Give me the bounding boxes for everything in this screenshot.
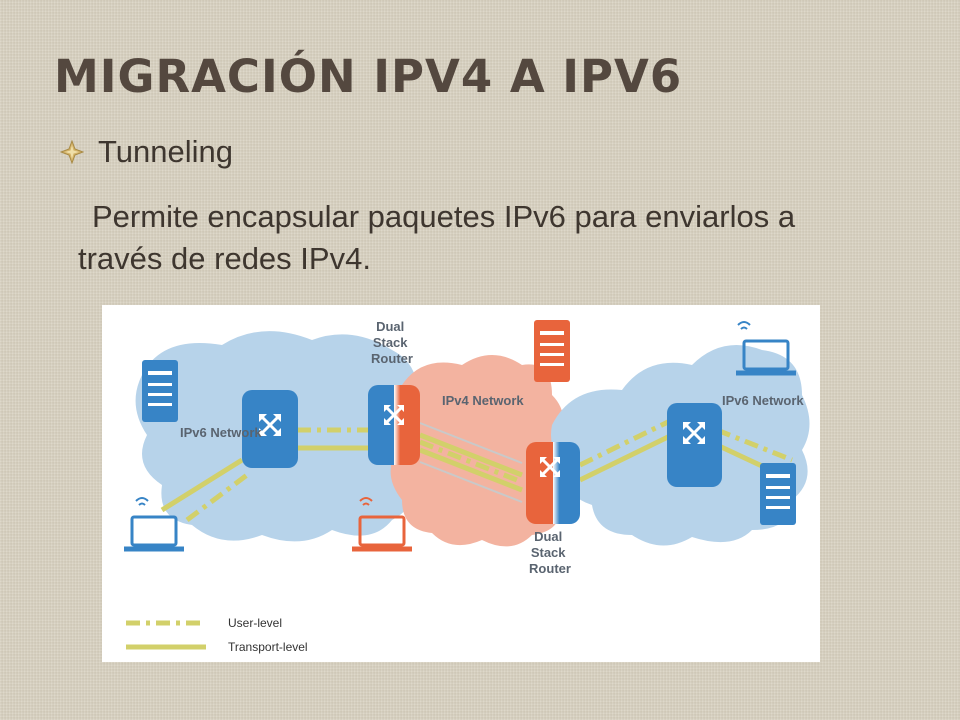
laptop-icon-center: [352, 497, 412, 552]
legend-user-level-label: User-level: [228, 616, 282, 630]
cloud-label-right: IPv6 Network: [722, 393, 804, 408]
cloud-label-left-text: IPv6 Network: [180, 425, 262, 440]
user-level-links: [185, 417, 793, 522]
legend-transport-level-label: Transport-level: [228, 640, 308, 654]
server-icon-left: [142, 360, 178, 422]
cloud-label-center: IPv4 Network: [442, 393, 524, 408]
dual-stack-router-bottom: [526, 442, 580, 524]
server-icon-right: [760, 463, 796, 525]
router-arrows-icon: [683, 422, 705, 444]
bullet-text: Tunneling: [98, 134, 234, 169]
dual-stack-label-top: Dual Stack Router: [371, 319, 413, 366]
router-arrows-icon: [259, 414, 281, 436]
body-text: Permite encapsular paquetes IPv6 para en…: [78, 199, 796, 276]
ipv6-router-left: [242, 390, 298, 468]
router-arrows-icon: [384, 405, 404, 425]
laptop-icon-left: [124, 497, 184, 552]
ipv4-cloud-center: [390, 355, 567, 547]
ipv6-router-right: [667, 403, 722, 487]
slide-title: MIGRACIÓN IPV4 A IPV6: [54, 50, 683, 103]
cloud-label-left: IPv6 Network: [180, 425, 262, 440]
dual-stack-router-top: [368, 385, 420, 465]
legend: User-level Transport-level: [126, 616, 308, 654]
dual-stack-label-bottom: Dual Stack Router: [529, 529, 571, 576]
server-icon-center: [534, 320, 570, 382]
bullet-item: Tunneling: [60, 134, 233, 170]
tunnel-lines: [419, 422, 523, 503]
laptop-icon-right: [736, 321, 796, 376]
diamond-bullet-icon: [60, 140, 84, 164]
tunneling-diagram: IPv6 Network IPv4 Network IPv6 Network D…: [102, 305, 820, 662]
router-arrows-icon: [540, 457, 560, 477]
